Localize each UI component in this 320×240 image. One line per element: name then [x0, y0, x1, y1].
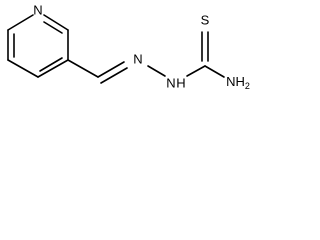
imine-nitrogen-label: N — [133, 51, 142, 66]
bond-n-c2 — [7, 14, 34, 31]
bond-c4-c5 — [37, 59, 69, 78]
bond-n-n — [147, 65, 166, 77]
bond-methine-n-2 — [100, 67, 128, 84]
sulfur-label: S — [201, 12, 210, 27]
bond-methine-n-1 — [97, 61, 125, 78]
chemical-structure: N N N H S NH2 — [7, 2, 250, 91]
amine-nh-text: NH — [226, 74, 245, 89]
bond-c-nh2 — [204, 65, 225, 78]
pyridine-nitrogen-label: N — [33, 2, 42, 17]
amine-label: NH2 — [226, 74, 250, 91]
pyridine-ring — [7, 14, 69, 78]
bond-c3-c4 — [7, 59, 39, 78]
double-bond-c6-n-inner — [43, 21, 63, 34]
hydrazone-chain — [67, 31, 225, 84]
double-bond-c4-c5-inner — [39, 57, 63, 72]
bond-ring-methine — [67, 59, 99, 78]
bond-c6-n — [43, 14, 69, 31]
hydrazine-nitrogen-label: N — [166, 75, 175, 90]
bond-nh-c — [186, 65, 206, 77]
amine-subscript: 2 — [245, 81, 250, 91]
hydrazine-hydrogen-label: H — [176, 75, 185, 90]
